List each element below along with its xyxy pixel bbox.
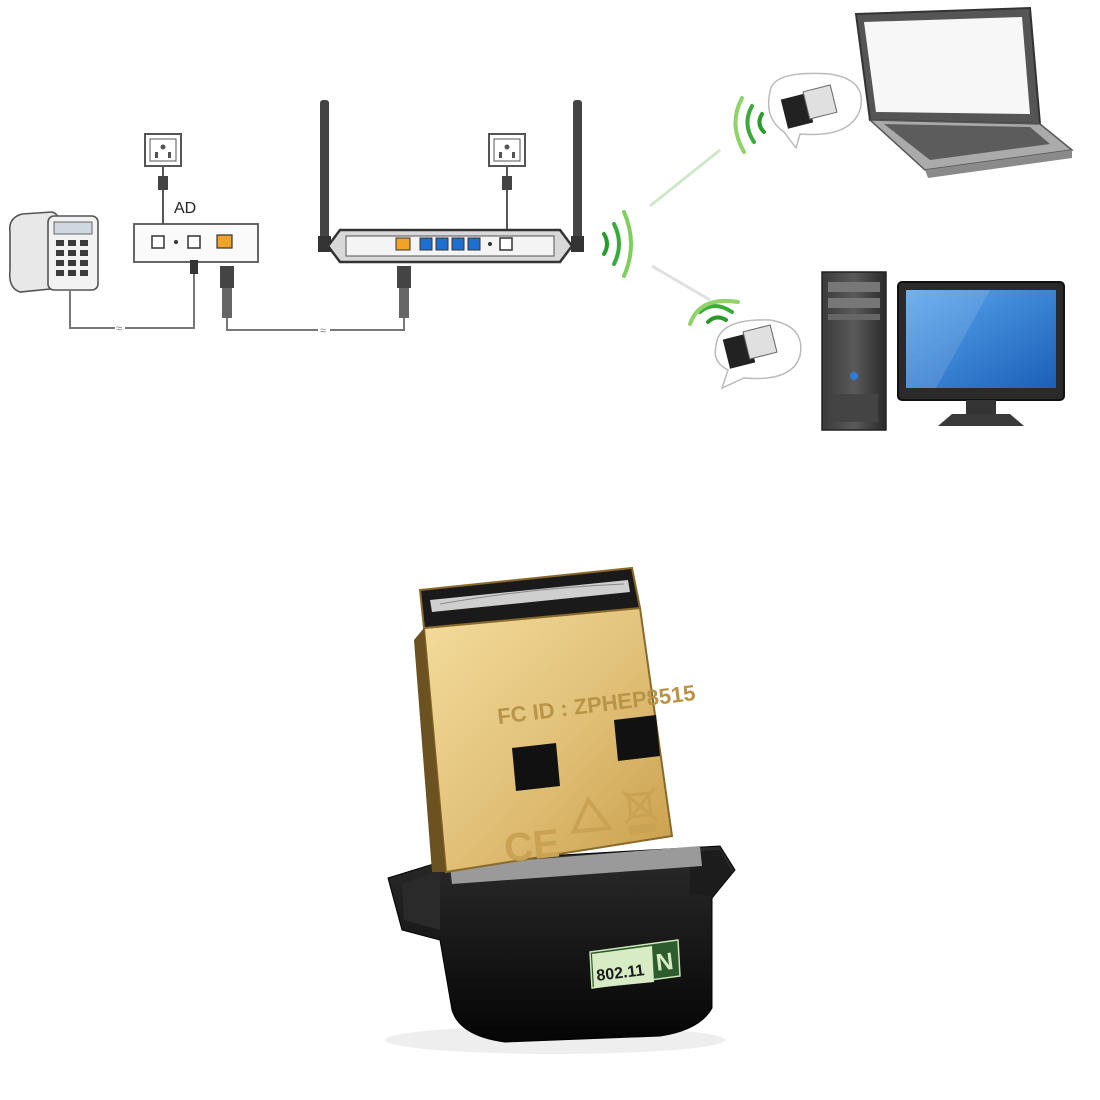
svg-text:≈: ≈ xyxy=(320,325,326,337)
standard-text: 802.11 xyxy=(596,962,646,985)
desktop-pc-icon xyxy=(821,271,887,431)
ce-mark: CE xyxy=(502,821,562,871)
monitor-icon xyxy=(897,281,1065,426)
usb-wifi-adapter-icon xyxy=(767,72,863,150)
svg-text:≈: ≈ xyxy=(116,323,122,335)
wireless-router-icon xyxy=(318,100,584,264)
modem-label: AD xyxy=(174,200,196,217)
recycle-icon xyxy=(570,796,614,835)
usb-wifi-adapter-icon xyxy=(714,319,802,390)
wifi-signal-icon xyxy=(688,299,740,326)
phone-cable xyxy=(69,270,195,329)
802-11n-badge: 802.11 N xyxy=(589,939,681,989)
wifi-signal-icon xyxy=(733,96,766,154)
ethernet-cable xyxy=(226,318,405,331)
weee-bin-icon xyxy=(621,787,659,835)
adsl-modem-icon: AD xyxy=(133,200,259,263)
wifi-signal-icon xyxy=(602,210,633,278)
phone-icon xyxy=(8,211,99,293)
standard-letter: N xyxy=(654,948,675,977)
usb-wifi-adapter-icon: CE FC ID : ZPHEP8515 802.11 N xyxy=(385,566,736,1054)
power-outlet-icon xyxy=(144,133,182,167)
power-outlet-icon xyxy=(488,133,526,167)
laptop-icon xyxy=(854,6,1074,178)
